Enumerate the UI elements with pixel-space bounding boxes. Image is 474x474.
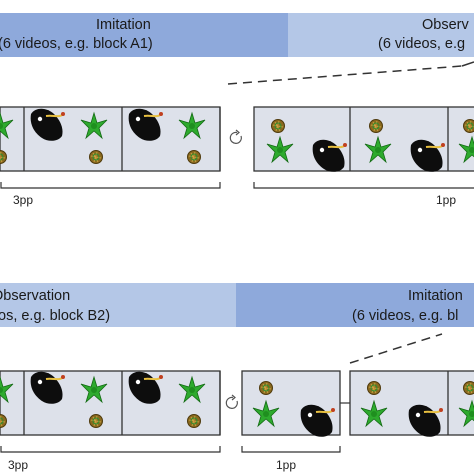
top-observation-subtitle: (6 videos, e.g xyxy=(378,36,466,52)
top-observation-banner: Observ (6 videos, e.g xyxy=(288,13,474,57)
top-imitation-subtitle: (6 videos, e.g. block A1) xyxy=(0,36,153,52)
top-dashed-connector-end xyxy=(461,61,474,67)
bottom-observation-banner: Observation os, e.g. block B2) xyxy=(0,283,236,327)
coconut-icon xyxy=(367,381,381,395)
coconut-icon xyxy=(463,119,474,133)
top-left-video-strip xyxy=(0,106,221,172)
bottom-observation-subtitle: os, e.g. block B2) xyxy=(0,308,111,324)
top-right-video-strip xyxy=(253,106,474,173)
bottom-left-video-strip xyxy=(0,370,221,436)
top-observation-title: Observ xyxy=(422,17,469,33)
bottom-left-count: 3pp xyxy=(8,458,29,472)
cycle-arrow-icon xyxy=(225,394,238,409)
top-dashed-connector xyxy=(227,65,463,85)
bottom-left-bracket xyxy=(0,446,221,453)
bottom-observation-title: Observation xyxy=(0,288,71,304)
coconut-icon xyxy=(259,381,273,395)
top-right-bracket xyxy=(253,182,474,189)
coconut-icon xyxy=(89,414,103,428)
coconut-icon xyxy=(89,150,103,164)
bottom-right-video-strip xyxy=(241,370,474,438)
top-left-bracket xyxy=(0,182,221,189)
cycle-arrow-icon xyxy=(229,129,242,144)
bottom-imitation-subtitle: (6 videos, e.g. bl xyxy=(352,308,459,324)
bottom-right-bracket xyxy=(241,446,341,453)
bottom-dashed-connector xyxy=(349,333,443,364)
top-right-count: 1pp xyxy=(436,193,457,207)
top-imitation-banner: Imitation (6 videos, e.g. block A1) xyxy=(0,13,288,57)
coconut-icon xyxy=(369,119,383,133)
bottom-imitation-banner: Imitation (6 videos, e.g. bl xyxy=(236,283,474,327)
bottom-right-count: 1pp xyxy=(276,458,297,472)
bottom-imitation-title: Imitation xyxy=(408,288,463,304)
top-left-count: 3pp xyxy=(13,193,34,207)
top-imitation-title: Imitation xyxy=(96,17,151,33)
coconut-icon xyxy=(187,150,201,164)
coconut-icon xyxy=(187,414,201,428)
coconut-icon xyxy=(271,119,285,133)
coconut-icon xyxy=(463,381,474,395)
